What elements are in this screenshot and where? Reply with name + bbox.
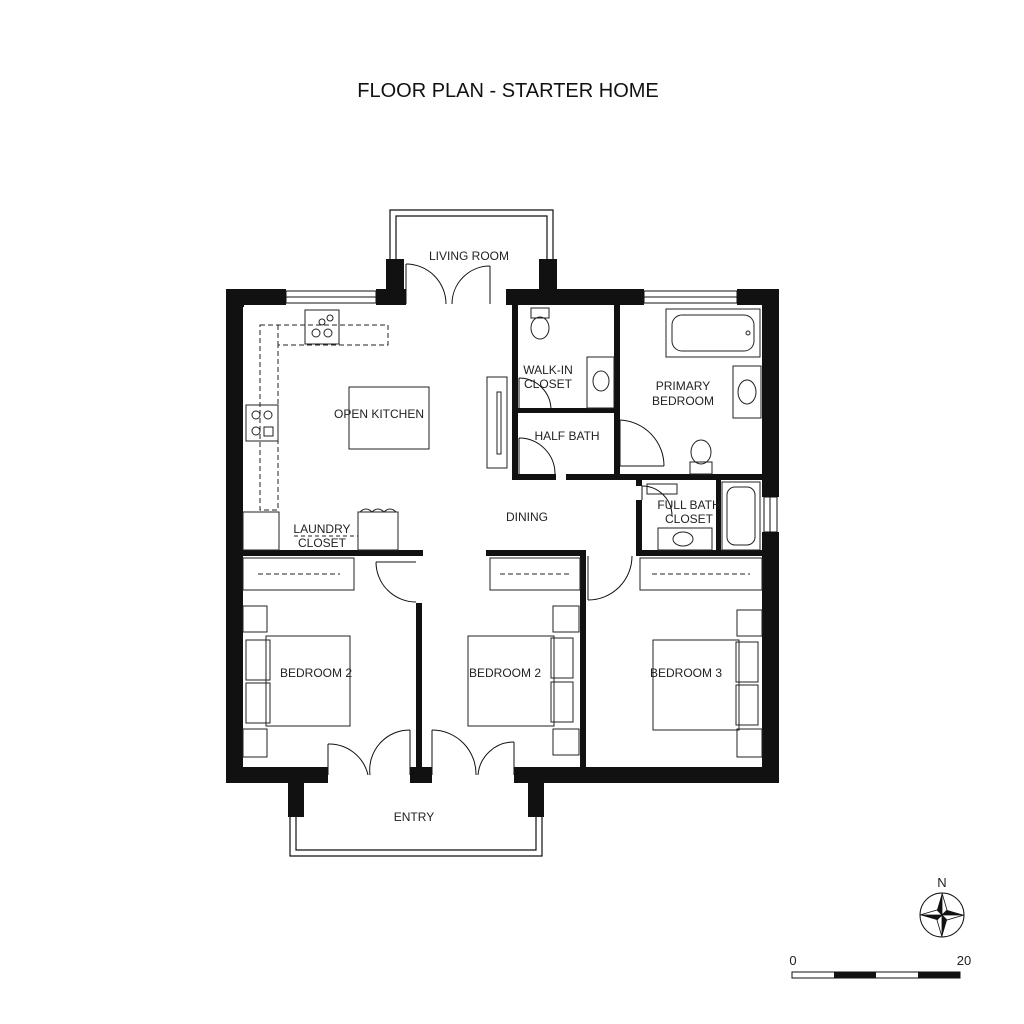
living-room-bay	[389, 209, 554, 259]
scale-end-label: 20	[957, 953, 971, 968]
label-primary-bedroom-line2: BEDROOM	[652, 394, 714, 408]
label-primary-bedroom-line1: PRIMARY	[656, 379, 710, 393]
label-bedroom-2-center: BEDROOM 2	[469, 666, 541, 680]
bath-fixtures	[530, 307, 762, 551]
interior-walls	[243, 305, 762, 768]
scale-start-label: 0	[789, 953, 796, 968]
kitchen-fixtures	[242, 309, 508, 551]
label-laundry-closet-line1: LAUNDRY	[293, 522, 350, 536]
entry-porch	[289, 817, 543, 857]
label-entry: ENTRY	[394, 810, 434, 824]
scale-bar: 0 20	[789, 953, 971, 979]
label-bedroom-2-left: BEDROOM 2	[280, 666, 352, 680]
label-open-kitchen: OPEN KITCHEN	[334, 407, 424, 421]
bedroom-furniture	[242, 557, 763, 758]
compass-north-label: N	[937, 875, 946, 890]
windows	[285, 290, 778, 533]
label-laundry-closet-line2: CLOSET	[298, 536, 347, 550]
doors	[327, 263, 673, 776]
label-walk-in-closet-line1: WALK-IN	[523, 363, 573, 377]
compass-rose-icon: N	[919, 875, 965, 938]
label-full-bath-closet-line2: CLOSET	[665, 512, 714, 526]
label-half-bath: HALF BATH	[534, 429, 599, 443]
exterior-walls	[226, 259, 779, 817]
label-dining: DINING	[506, 510, 548, 524]
label-full-bath-closet-line1: FULL BATH	[657, 498, 720, 512]
room-labels: LIVING ROOM OPEN KITCHEN WALK-IN CLOSET …	[280, 249, 722, 824]
label-walk-in-closet-line2: CLOSET	[524, 377, 573, 391]
plan-title: FLOOR PLAN - STARTER HOME	[357, 80, 659, 102]
label-bedroom-3: BEDROOM 3	[650, 666, 722, 680]
label-living-room: LIVING ROOM	[429, 249, 509, 263]
